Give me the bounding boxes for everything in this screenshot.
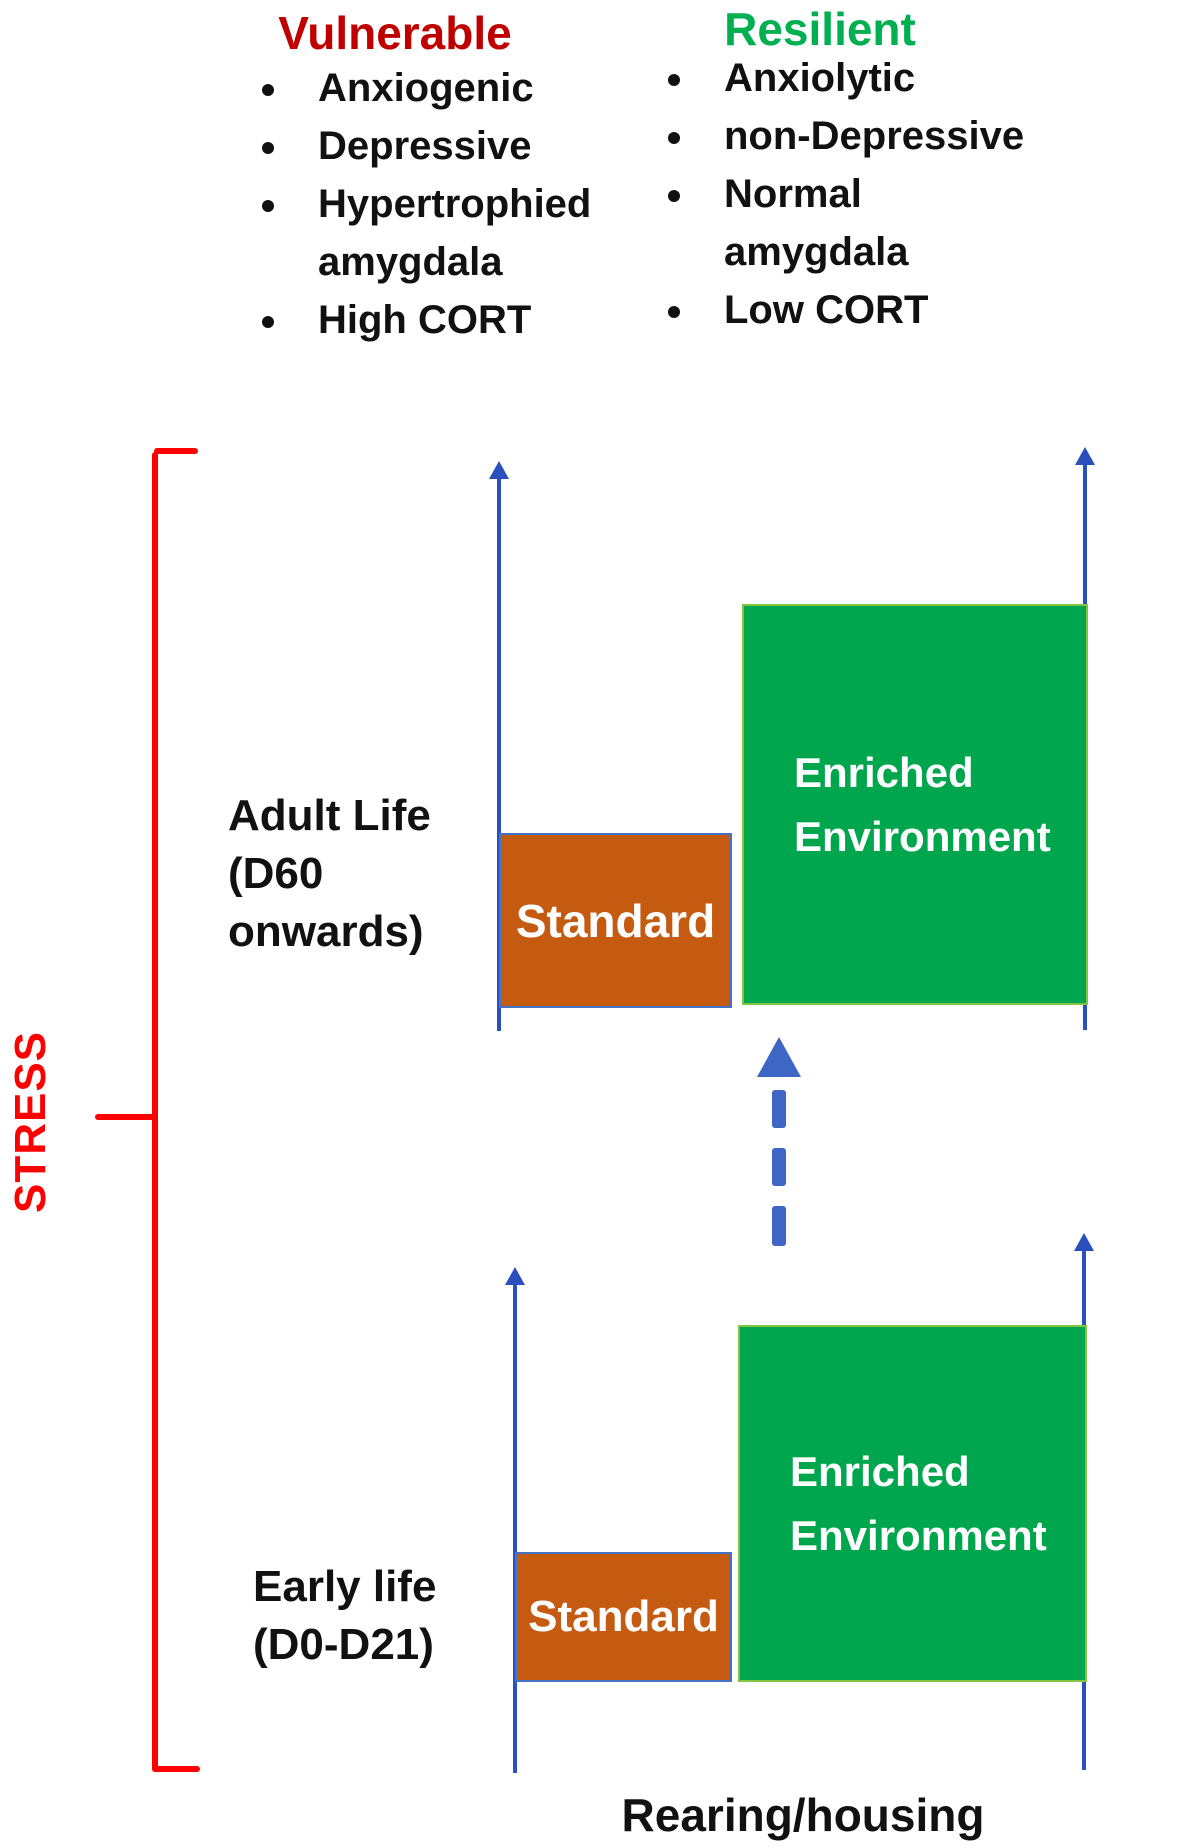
adult-enriched-label-line1: Enriched (794, 748, 974, 796)
up-arrow-icon (489, 461, 509, 479)
bullet-icon (668, 132, 680, 144)
early-standard-box: Standard (515, 1552, 732, 1682)
adult-life-label: Adult Life (D60 onwards) (228, 787, 431, 961)
list-item: Anxiolytic (668, 56, 1024, 114)
early-life-label-line1: Early life (253, 1562, 437, 1611)
bullet-icon (262, 316, 274, 328)
list-item-label: Anxiogenic (318, 66, 534, 110)
up-arrow-icon (505, 1267, 525, 1285)
adult-left-axis (497, 476, 501, 1031)
adult-enriched-label-line2: Environment (794, 812, 1051, 860)
list-item: Anxiogenic (262, 66, 591, 124)
early-enriched-label-line2: Environment (790, 1511, 1047, 1559)
list-item-continuation: amygdala (262, 240, 591, 298)
early-standard-label: Standard (528, 1592, 719, 1641)
resilient-heading: Resilient (724, 3, 916, 55)
list-item-label: non-Depressive (724, 114, 1025, 158)
bullet-icon (668, 190, 680, 202)
bullet-icon (262, 142, 274, 154)
early-enriched-box: Enriched Environment (738, 1325, 1087, 1682)
stress-bracket-top-tail (154, 448, 198, 454)
stress-bracket-bottom-tail (154, 1766, 200, 1772)
list-item: Low CORT (668, 288, 1024, 346)
list-item-label: amygdala (318, 240, 503, 284)
resilient-list: Anxiolytic non-Depressive Normal amygdal… (668, 56, 1024, 346)
adult-standard-label: Standard (515, 894, 716, 947)
list-item: Normal (668, 172, 1024, 230)
dashed-arrow-segment (772, 1090, 786, 1128)
list-item-label: Depressive (318, 124, 532, 168)
adult-life-label-line1: Adult Life (228, 791, 431, 840)
list-item-continuation: amygdala (668, 230, 1024, 288)
early-life-label: Early life (D0-D21) (253, 1558, 436, 1674)
dashed-arrow-segment (772, 1206, 786, 1246)
early-enriched-label-line1: Enriched (790, 1447, 970, 1495)
adult-standard-box: Standard (499, 833, 732, 1008)
dashed-arrow-segment (772, 1148, 786, 1186)
list-item-label: amygdala (724, 230, 909, 274)
adult-life-label-line2: (D60 (228, 849, 324, 898)
list-item: Hypertrophied (262, 182, 591, 240)
bullet-icon (668, 74, 680, 86)
stress-bracket-line (152, 452, 158, 1772)
list-item-label: Normal (724, 172, 862, 216)
bullet-icon (668, 306, 680, 318)
list-item-label: High CORT (318, 298, 532, 342)
up-arrow-icon (1075, 447, 1095, 465)
stress-label: STRESS (6, 1030, 55, 1214)
dashed-up-arrow-icon (757, 1037, 801, 1077)
list-item: High CORT (262, 298, 591, 356)
stress-bracket-mid-tick (95, 1114, 155, 1120)
early-life-label-line2: (D0-D21) (253, 1620, 434, 1669)
list-item-label: Low CORT (724, 288, 929, 332)
list-item: Depressive (262, 124, 591, 182)
up-arrow-icon (1074, 1233, 1094, 1251)
list-item: non-Depressive (668, 114, 1024, 172)
bullet-icon (262, 200, 274, 212)
adult-enriched-box: Enriched Environment (742, 604, 1088, 1005)
list-item-label: Hypertrophied (318, 182, 592, 226)
adult-life-label-line3: onwards) (228, 907, 424, 956)
list-item-label: Anxiolytic (724, 56, 916, 100)
rearing-housing-label: Rearing/housing (621, 1789, 985, 1841)
vulnerable-list: Anxiogenic Depressive Hypertrophied amyg… (262, 66, 591, 356)
early-left-axis (513, 1282, 517, 1773)
bullet-icon (262, 84, 274, 96)
vulnerable-heading: Vulnerable (278, 7, 512, 59)
